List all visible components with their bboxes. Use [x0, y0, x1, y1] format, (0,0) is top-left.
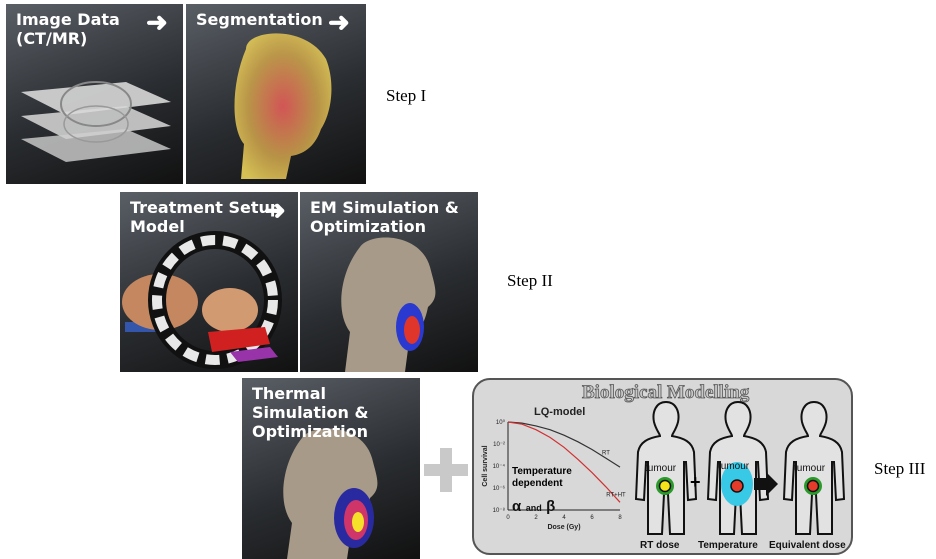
panel-image-data: Image Data (CT/MR) ➜	[6, 4, 183, 184]
panel-treatment-setup: Treatment Setup Model ➜	[120, 192, 298, 372]
panel-title-treatment: Treatment Setup Model	[130, 198, 281, 236]
arrow-right-icon	[754, 472, 778, 496]
arrow-right-icon: ➜	[264, 200, 286, 220]
series-line-rt-ht	[508, 422, 620, 502]
caption-rt-dose: RT dose	[640, 540, 679, 551]
beta-symbol: β	[546, 498, 555, 515]
step-label-2: Step II	[507, 271, 553, 291]
arrow-right-icon: ➜	[146, 12, 168, 32]
panel-title-segmentation: Segmentation	[196, 10, 323, 29]
step-label-1: Step I	[386, 86, 426, 106]
alpha-symbol: α	[512, 498, 521, 515]
y-tick-label: 10⁻⁴	[493, 463, 506, 470]
y-axis-label: Cell survival	[482, 445, 489, 486]
plus-operator: +	[690, 472, 701, 493]
x-tick-label: 4	[562, 515, 566, 521]
series-label-rt: RT	[602, 450, 610, 456]
arrow-right-icon: ➜	[328, 12, 350, 32]
y-tick-label: 10⁻⁶	[493, 485, 506, 492]
panel-segmentation: Segmentation ➜	[186, 4, 366, 184]
panel-title-image-data: Image Data (CT/MR)	[16, 10, 120, 48]
y-tick-label: 10⁻²	[493, 442, 505, 448]
tumour-label-2: tumour	[718, 461, 749, 472]
caption-temperature: Temperature	[698, 540, 758, 551]
tumour-label-1: tumour	[645, 463, 676, 474]
panel-em-simulation: EM Simulation & Optimization	[300, 192, 478, 372]
temperature-dependent-label: Temperature dependent	[512, 466, 572, 490]
series-label-rt-ht: RT+HT	[606, 492, 626, 498]
alpha-beta-label: α and β	[512, 498, 555, 516]
x-tick-label: 8	[618, 515, 622, 521]
panel-thermal-simulation: Thermal Simulation & Optimization	[242, 378, 420, 559]
panel-title-em: EM Simulation & Optimization	[310, 198, 459, 236]
x-tick-label: 0	[506, 515, 510, 521]
step-label-3: Step III	[874, 459, 925, 479]
x-axis-label: Dose (Gy)	[547, 524, 580, 531]
plus-sign-icon	[424, 448, 468, 492]
tumour-label-3: tumour	[794, 463, 825, 474]
y-tick-label: 10⁰	[496, 419, 506, 426]
y-tick-label: 10⁻⁸	[493, 507, 506, 514]
and-text: and	[526, 503, 542, 513]
caption-equivalent-dose: Equivalent dose	[769, 540, 846, 551]
panel-title-thermal: Thermal Simulation & Optimization	[252, 384, 420, 441]
series-line-rt	[508, 422, 620, 467]
x-tick-label: 6	[590, 515, 594, 521]
